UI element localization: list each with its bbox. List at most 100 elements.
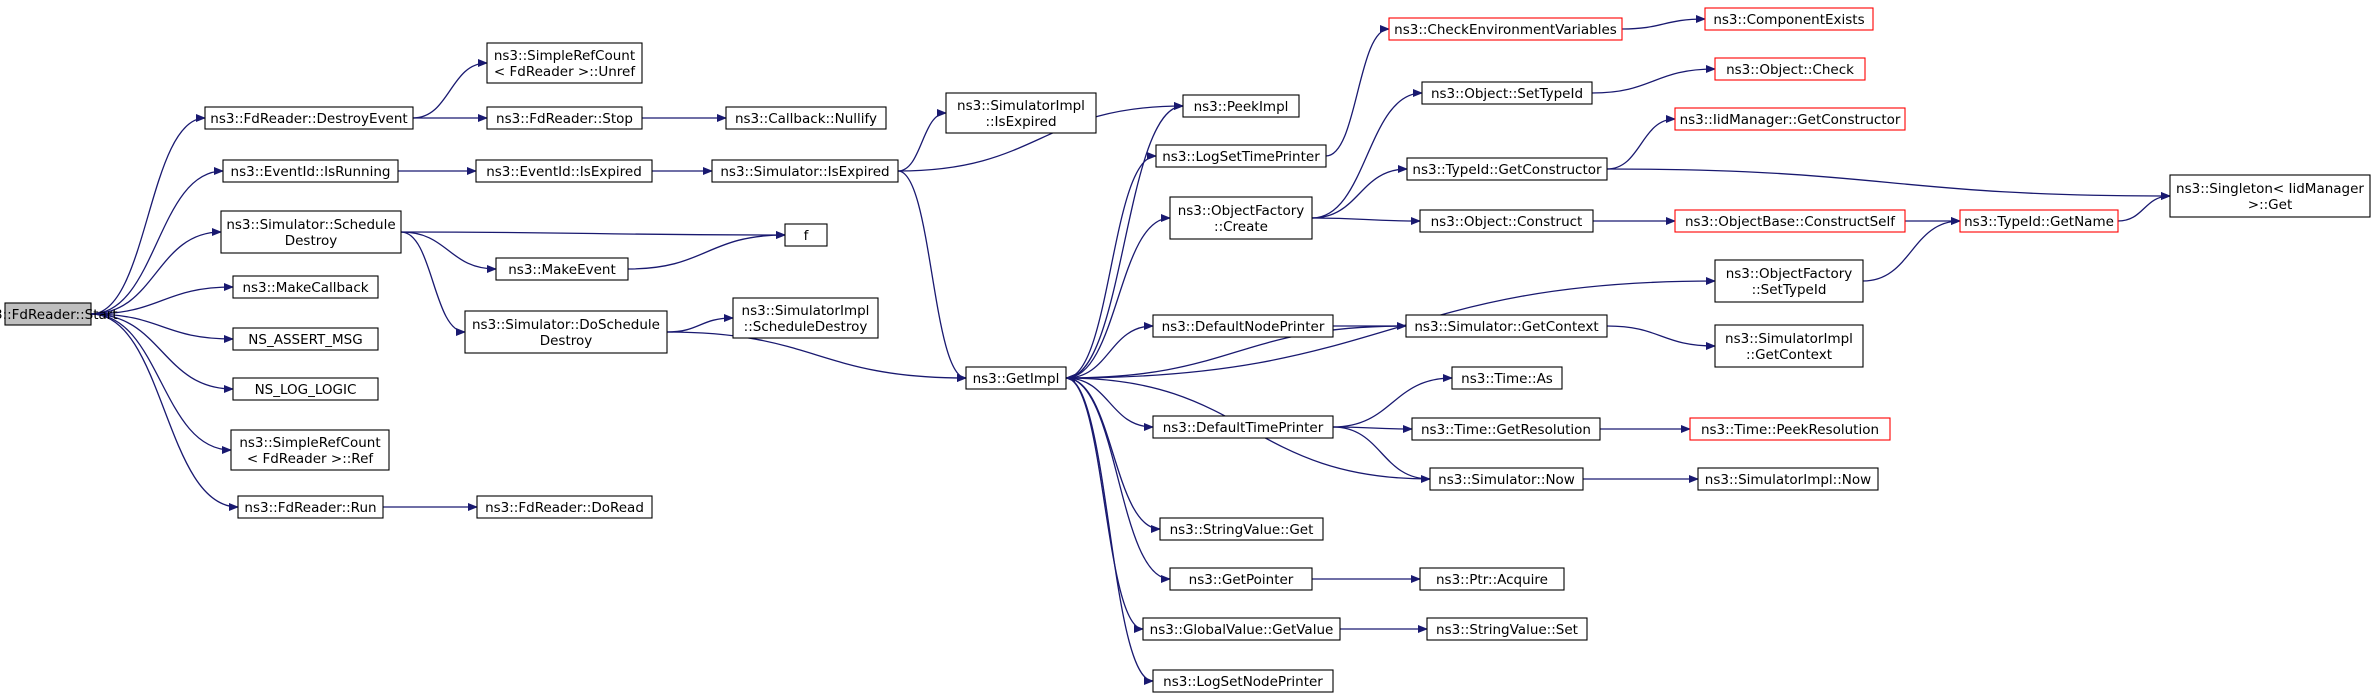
edge-objectfactory-settypeid-to-typeid-getname: [1862, 217, 1961, 282]
node-label: ns3::MakeEvent: [508, 262, 616, 278]
node-box: [1388, 17, 1623, 41]
node-box: [1152, 669, 1334, 693]
edge-makeevent-to-f: [627, 231, 786, 270]
node-defaulttimeprinter[interactable]: ns3::DefaultTimePrinter: [1152, 415, 1334, 439]
node-start[interactable]: ns3::FdReader::Start: [0, 302, 118, 326]
node-stringvalue-get[interactable]: ns3::StringValue::Get: [1159, 517, 1324, 541]
edge-object-settypeid-to-object-check: [1591, 65, 1716, 94]
node-impl-now[interactable]: ns3::SimulatorImpl::Now: [1697, 467, 1879, 491]
node-componentexists[interactable]: ns3::ComponentExists: [1704, 7, 1874, 31]
node-label: ns3::LogSetNodePrinter: [1163, 674, 1323, 690]
node-label: ns3::ObjectBase::ConstructSelf: [1685, 214, 1896, 230]
node-typeid-getconstructor[interactable]: ns3::TypeId::GetConstructor: [1406, 157, 1608, 181]
node-objectbase-constructself[interactable]: ns3::ObjectBase::ConstructSelf: [1674, 209, 1906, 233]
node-label: ns3::DefaultNodePrinter: [1162, 319, 1325, 335]
node-box: [476, 495, 653, 519]
node-label: ns3::ObjectFactory: [1726, 266, 1853, 282]
node-eid-isexpired[interactable]: ns3::EventId::IsExpired: [475, 159, 653, 183]
edge-defaulttimeprinter-to-sim-now: [1332, 426, 1431, 483]
node-makeevent[interactable]: ns3::MakeEvent: [495, 257, 629, 281]
node-label: ::Create: [1214, 219, 1268, 235]
node-box: [1689, 417, 1891, 441]
node-label: ns3::FdReader::Run: [244, 500, 376, 516]
node-box: [1169, 567, 1313, 591]
node-object-settypeid[interactable]: ns3::Object::SetTypeId: [1421, 81, 1593, 105]
node-box: [784, 223, 828, 247]
edge-objectfactory-create-to-object-settypeid: [1311, 89, 1423, 219]
node-ns-assert-msg[interactable]: NS_ASSERT_MSG: [232, 327, 379, 351]
edge-getimpl-to-getpointer: [1065, 377, 1171, 583]
node-unref[interactable]: ns3::SimpleRefCount< FdReader >::Unref: [486, 42, 643, 84]
node-run[interactable]: ns3::FdReader::Run: [237, 495, 384, 519]
node-object-construct[interactable]: ns3::Object::Construct: [1419, 209, 1594, 233]
node-checkenv[interactable]: ns3::CheckEnvironmentVariables: [1388, 17, 1623, 41]
node-box: [1697, 467, 1879, 491]
node-objectfactory-settypeid[interactable]: ns3::ObjectFactory::SetTypeId: [1714, 259, 1864, 303]
node-label: ns3::ObjectFactory: [1178, 203, 1305, 219]
node-box: [732, 297, 879, 339]
edge-doscheduledestroy-to-impl-scheduledestroy: [666, 314, 734, 333]
node-box: [1419, 567, 1565, 591]
node-f[interactable]: f: [784, 223, 828, 247]
node-nullify[interactable]: ns3::Callback::Nullify: [725, 106, 887, 130]
node-label: ns3::FdReader::Stop: [496, 111, 633, 127]
node-label: ns3::SimulatorImpl: [1725, 331, 1853, 347]
node-label: ns3::Callback::Nullify: [735, 111, 877, 127]
node-sim-now[interactable]: ns3::Simulator::Now: [1429, 467, 1584, 491]
node-logsetnodeprinter[interactable]: ns3::LogSetNodePrinter: [1152, 669, 1334, 693]
node-box: [464, 310, 668, 354]
node-box: [725, 106, 887, 130]
node-box: [1451, 366, 1563, 390]
node-impl-getcontext[interactable]: ns3::SimulatorImpl::GetContext: [1714, 324, 1864, 368]
node-label: ns3::TypeId::GetName: [1964, 214, 2114, 230]
node-label: ns3::Simulator::Now: [1438, 472, 1575, 488]
edge-start-to-ns-log-logic: [90, 313, 234, 393]
node-stringvalue-set[interactable]: ns3::StringValue::Set: [1426, 617, 1588, 641]
node-peekimpl[interactable]: ns3::PeekImpl: [1182, 94, 1300, 118]
node-time-as[interactable]: ns3::Time::As: [1451, 366, 1563, 390]
node-impl-isexpired[interactable]: ns3::SimulatorImpl::IsExpired: [945, 92, 1097, 134]
node-sim-isexpired[interactable]: ns3::Simulator::IsExpired: [711, 159, 899, 183]
node-label: ns3::SimulatorImpl: [742, 303, 870, 319]
node-logsettimeprinter[interactable]: ns3::LogSetTimePrinter: [1155, 144, 1327, 168]
node-stop[interactable]: ns3::FdReader::Stop: [486, 106, 643, 130]
node-iidmanager-getconstructor[interactable]: ns3::IidManager::GetConstructor: [1674, 107, 1906, 131]
node-label: < FdReader >::Ref: [247, 451, 374, 467]
node-getimpl[interactable]: ns3::GetImpl: [965, 366, 1067, 390]
node-label: ::GetContext: [1746, 347, 1832, 363]
node-ref[interactable]: ns3::SimpleRefCount< FdReader >::Ref: [230, 429, 390, 471]
edge-start-to-ref: [90, 313, 232, 454]
node-label: ns3::ComponentExists: [1713, 12, 1864, 28]
node-box: [1155, 144, 1327, 168]
node-typeid-getname[interactable]: ns3::TypeId::GetName: [1959, 209, 2119, 233]
node-impl-scheduledestroy[interactable]: ns3::SimulatorImpl::ScheduleDestroy: [732, 297, 879, 339]
node-getpointer[interactable]: ns3::GetPointer: [1169, 567, 1313, 591]
node-objectfactory-create[interactable]: ns3::ObjectFactory::Create: [1169, 196, 1313, 240]
node-globalvalue-getvalue[interactable]: ns3::GlobalValue::GetValue: [1142, 617, 1341, 641]
node-time-getresolution[interactable]: ns3::Time::GetResolution: [1411, 417, 1601, 441]
node-box: [495, 257, 629, 281]
node-object-check[interactable]: ns3::Object::Check: [1714, 57, 1866, 81]
node-box: [1405, 314, 1608, 338]
node-ns-log-logic[interactable]: NS_LOG_LOGIC: [232, 377, 379, 401]
edge-getimpl-to-objectfactory-settypeid: [1065, 277, 1716, 379]
node-destroyevent[interactable]: ns3::FdReader::DestroyEvent: [204, 106, 414, 130]
edge-getimpl-to-stringvalue-get: [1065, 377, 1161, 533]
node-box: [1169, 196, 1313, 240]
node-ptr-acquire[interactable]: ns3::Ptr::Acquire: [1419, 567, 1565, 591]
node-singleton-get[interactable]: ns3::Singleton< IidManager >::Get: [2169, 174, 2371, 218]
node-isrunning[interactable]: ns3::EventId::IsRunning: [222, 159, 399, 183]
node-schedule-destroy[interactable]: ns3::Simulator::ScheduleDestroy: [220, 210, 402, 254]
node-doread[interactable]: ns3::FdReader::DoRead: [476, 495, 653, 519]
node-box: [1142, 617, 1341, 641]
node-makecallback[interactable]: ns3::MakeCallback: [232, 275, 379, 299]
node-box: [220, 210, 402, 254]
node-sim-getcontext[interactable]: ns3::Simulator::GetContext: [1405, 314, 1608, 338]
node-time-peekresolution[interactable]: ns3::Time::PeekResolution: [1689, 417, 1891, 441]
node-box: [2169, 174, 2371, 218]
node-defaultnodeprinter[interactable]: ns3::DefaultNodePrinter: [1152, 314, 1334, 338]
edge-typeid-getconstructor-to-iidmanager-getconstructor: [1606, 115, 1676, 170]
node-box: [945, 92, 1097, 134]
